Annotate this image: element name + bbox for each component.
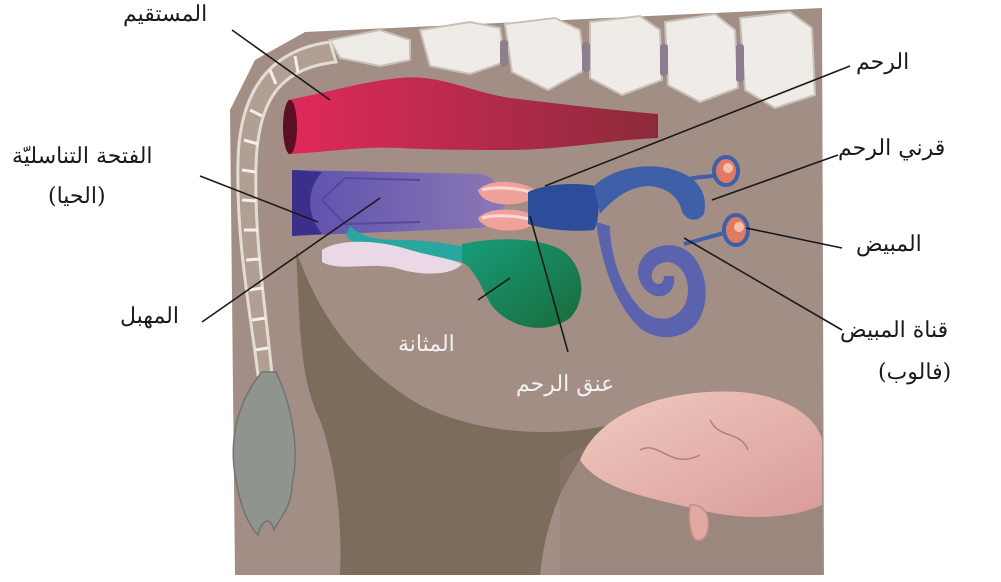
label-ovary: المبيض bbox=[856, 234, 922, 256]
label-cervix: عنق الرحم bbox=[516, 374, 614, 396]
label-oviduct: قناة المبيض bbox=[840, 320, 948, 342]
ovary-lower bbox=[724, 215, 748, 245]
label-uterus: الرحم bbox=[856, 52, 909, 74]
uterus-body bbox=[528, 184, 599, 231]
label-vulva-sub: (الحيا) bbox=[48, 186, 106, 208]
anus-opening bbox=[283, 100, 297, 154]
label-uterine-horns: قرني الرحم bbox=[838, 138, 945, 160]
label-vagina: المهبل bbox=[120, 306, 179, 328]
label-vulva: الفتحة التناسليّة bbox=[12, 146, 153, 168]
label-rectum: المستقيم bbox=[123, 4, 207, 26]
ovary-upper bbox=[714, 157, 738, 185]
label-bladder: المثانة bbox=[398, 334, 455, 356]
label-oviduct-sub: (فالوب) bbox=[878, 362, 951, 384]
